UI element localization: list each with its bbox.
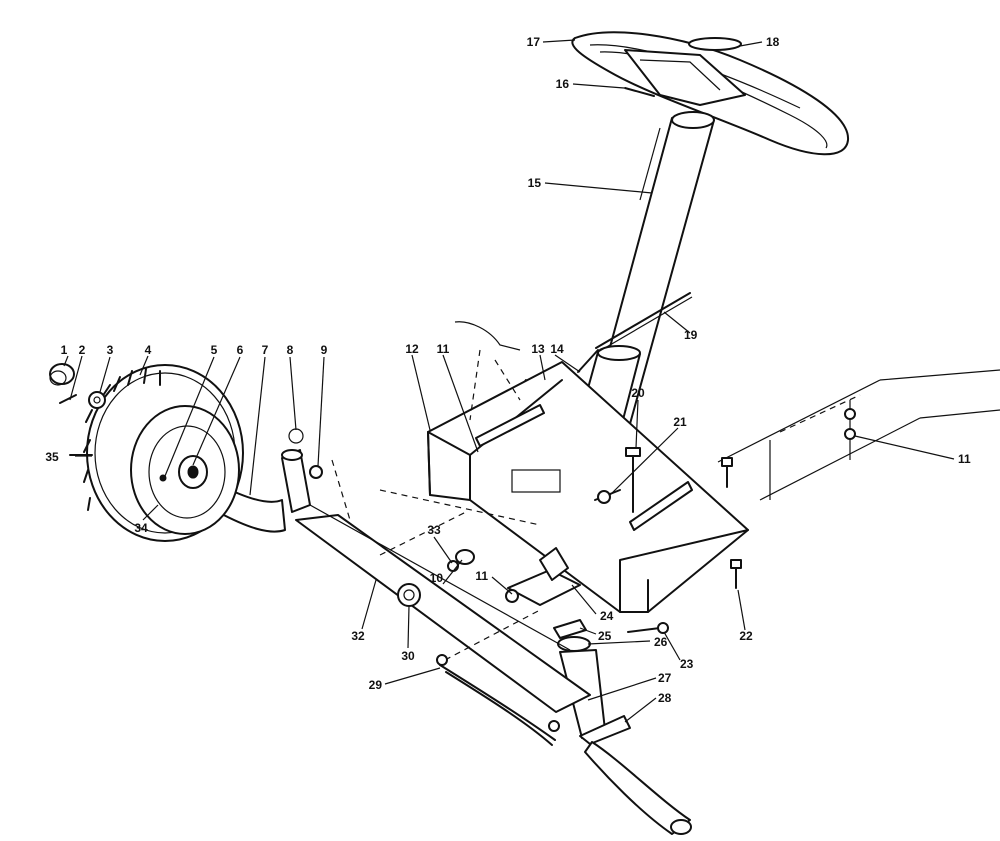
callout-8: 8 (287, 343, 294, 357)
hub-cap (49, 363, 75, 386)
callout-23: 23 (680, 657, 694, 671)
callout-3: 3 (107, 343, 114, 357)
callout-29: 29 (369, 678, 383, 692)
ring-8 (288, 428, 304, 444)
frame-panel (427, 321, 749, 613)
callout-5: 5 (211, 343, 218, 357)
callout-24: 24 (600, 609, 614, 623)
callout-25: 25 (598, 629, 612, 643)
callout-7: 7 (262, 343, 269, 357)
callout-21: 21 (673, 415, 687, 429)
callout-11-right: 11 (958, 452, 971, 466)
callout-4: 4 (145, 343, 152, 357)
callout-20: 20 (631, 386, 645, 400)
callout-30: 30 (401, 649, 415, 663)
callout-32: 32 (351, 629, 365, 643)
leader-lines (63, 39, 955, 723)
callouts: 1 2 3 4 5 6 7 8 9 10 11 11 11 12 13 14 1… (45, 35, 971, 705)
callout-1: 1 (61, 343, 68, 357)
callout-33: 33 (427, 523, 441, 537)
wheel-cap (688, 37, 742, 51)
callout-2: 2 (79, 343, 86, 357)
control-rod (595, 292, 693, 353)
bushing-30 (397, 583, 421, 607)
callout-28: 28 (658, 691, 672, 705)
bolt-22 (730, 559, 742, 589)
bolt-20 (625, 447, 641, 513)
callout-6: 6 (237, 343, 244, 357)
spindle (559, 649, 692, 835)
callout-27: 27 (658, 671, 672, 685)
tie-rod (436, 654, 560, 746)
callout-22: 22 (739, 629, 753, 643)
bolt-23 (627, 622, 669, 634)
callout-12: 12 (405, 342, 419, 356)
callout-11-lower: 11 (475, 569, 488, 583)
washer (88, 391, 106, 409)
callout-16: 16 (556, 77, 570, 91)
cotter-pin (59, 394, 77, 404)
right-bracket (717, 369, 1000, 501)
callout-18: 18 (766, 35, 780, 49)
bolt-21 (594, 489, 621, 504)
callout-19: 19 (684, 328, 698, 342)
callout-34: 34 (134, 521, 148, 535)
callout-10: 10 (430, 571, 444, 585)
roll-pin (624, 87, 655, 97)
callout-13: 13 (531, 342, 545, 356)
pivot-bracket (505, 547, 591, 652)
callout-26: 26 (654, 635, 668, 649)
callout-17: 17 (527, 35, 541, 49)
axle (295, 459, 591, 713)
wheel-rim (130, 405, 240, 535)
callout-11-rear: 11 (437, 342, 450, 356)
nut-9 (309, 465, 323, 479)
callout-9: 9 (321, 343, 328, 357)
callout-15: 15 (528, 176, 542, 190)
callout-14: 14 (550, 342, 564, 356)
callout-35: 35 (45, 450, 59, 464)
